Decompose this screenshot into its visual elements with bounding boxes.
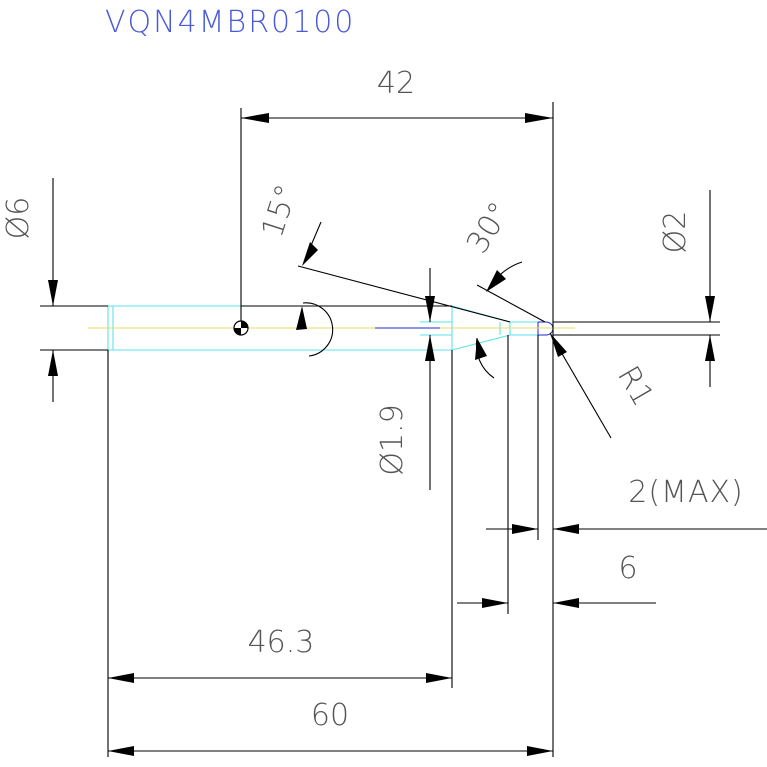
dimension-tip-diameter: Ø2 <box>553 190 720 387</box>
dim-label-corner-radius: R1 <box>610 360 660 412</box>
dimension-neck-length: 6 <box>457 335 656 614</box>
dimension-overall-length: 60 <box>108 698 553 756</box>
datum-symbol <box>233 320 249 336</box>
dim-label-shank-diameter: Ø6 <box>1 197 36 240</box>
dimension-shank-length: 42 <box>240 66 554 757</box>
part-number: VQN4MBR0100 <box>105 5 355 40</box>
dimension-corner-radius: R1 <box>549 332 660 439</box>
dim-label-neck-diameter: Ø1.9 <box>375 404 410 475</box>
dimension-body-length: 46.3 <box>107 350 453 757</box>
dimension-neck-diameter: Ø1.9 <box>375 268 435 490</box>
dim-label-tip-diameter: Ø2 <box>658 211 693 254</box>
dim-label-neck-length: 6 <box>618 551 637 586</box>
dim-label-tip-angle: 30° <box>460 196 518 260</box>
dimension-tip-angle: 30° <box>460 196 546 379</box>
dim-label-body-length: 46.3 <box>248 625 315 660</box>
dimension-shank-diameter: Ø6 <box>1 178 108 402</box>
dim-label-42: 42 <box>377 66 415 101</box>
dim-label-taper-angle: 15° <box>255 180 305 241</box>
dim-label-overall-length: 60 <box>311 698 349 733</box>
dim-label-flute-length: 2(MAX) <box>628 475 743 510</box>
dimension-flute-length: 2(MAX) <box>486 335 767 540</box>
dimension-taper-angle: 15° <box>241 180 511 357</box>
